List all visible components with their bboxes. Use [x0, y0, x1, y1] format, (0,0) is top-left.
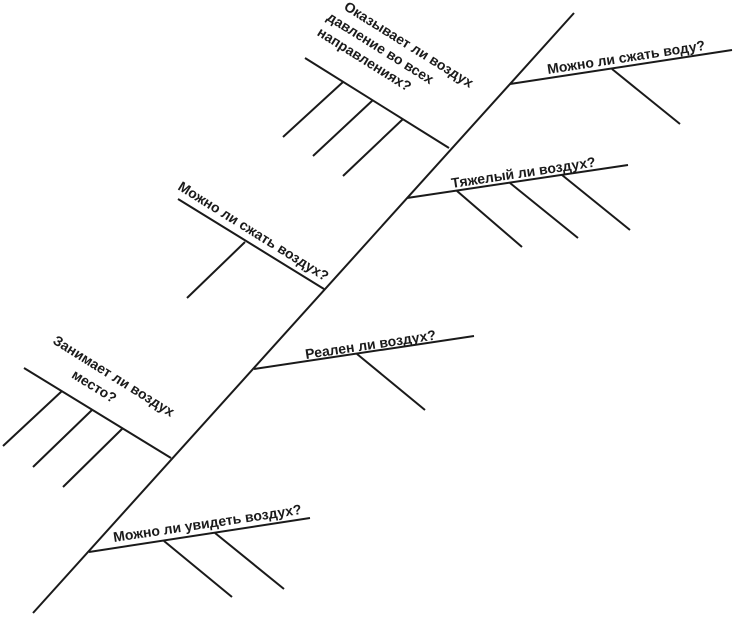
branch-water: Можно ли сжать воду? — [509, 37, 733, 125]
branch-heavy: Тяжелый ли воздух? — [406, 154, 631, 248]
branch-see-rib-1 — [163, 540, 233, 598]
branch-heavy-rib-2 — [509, 182, 579, 239]
branch-compress-rib — [186, 241, 246, 299]
branch-space-line — [23, 367, 172, 459]
branch-see-line — [88, 517, 311, 553]
branch-pressure-label: Оказывает ли воздух давление во всех нап… — [315, 0, 480, 123]
branch-see-rib-2 — [214, 532, 285, 590]
branch-space-rib-2 — [32, 409, 93, 468]
spine-line — [32, 12, 575, 614]
branch-space-rib-3 — [62, 427, 124, 488]
branch-compress-label: Можно ли сжать воздух? — [175, 178, 331, 284]
branch-compress-line — [177, 198, 325, 290]
branch-real: Реален ли воздух? — [253, 327, 475, 411]
branch-real-line — [253, 335, 475, 370]
branch-real-rib — [356, 353, 426, 411]
branch-heavy-line — [406, 164, 629, 199]
branch-real-label: Реален ли воздух? — [304, 327, 437, 362]
branch-pressure-rib-1 — [282, 81, 344, 138]
branch-heavy-rib-3 — [561, 174, 631, 231]
branch-pressure-rib-2 — [312, 99, 374, 157]
branch-pressure-rib-3 — [342, 118, 404, 177]
branch-space-rib-1 — [2, 390, 63, 447]
branch-pressure-line — [304, 57, 450, 149]
branch-heavy-rib-1 — [456, 190, 523, 248]
branch-water-line — [509, 49, 733, 85]
branch-compress: Можно ли сжать воздух? — [175, 178, 332, 299]
branch-water-rib — [611, 68, 681, 125]
branch-space: Занимает ли воздух место? — [2, 332, 178, 488]
